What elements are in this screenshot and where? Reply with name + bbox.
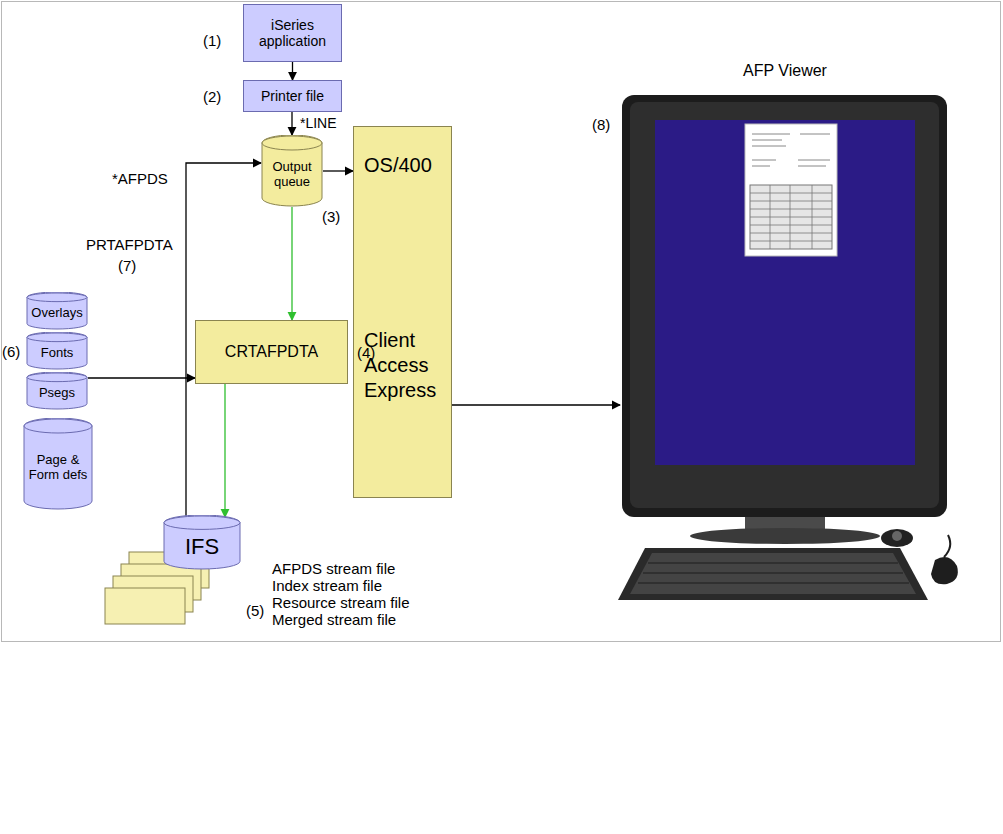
node-label: Output queue [265, 160, 319, 190]
ifs-cylinder: IFS [163, 515, 241, 570]
node-label: CRTAFPDTA [225, 343, 318, 361]
annotation: *AFPDS [112, 170, 168, 187]
callout-number: (5) [246, 602, 264, 619]
annotation: Index stream file [272, 577, 382, 594]
figure-frame [2, 2, 1001, 642]
node-body: Client Access Express [364, 328, 441, 403]
edge-label: *LINE [300, 115, 337, 132]
resource-cylinder: Psegs [26, 372, 88, 410]
process-box: Printer file [243, 80, 342, 112]
node-label: Overlays [31, 306, 82, 321]
node-label: Printer file [261, 88, 324, 104]
process-box: iSeries application [243, 4, 342, 62]
annotation: AFPDS stream file [272, 560, 395, 577]
callout-number: (6) [2, 343, 20, 360]
resource-cylinder: Fonts [26, 332, 88, 370]
callout-number: (2) [203, 88, 221, 105]
annotation: Merged stream file [272, 611, 396, 628]
monitor-illustration [618, 95, 958, 600]
node-label: Page & Form defs [27, 453, 89, 483]
flow-arrow [224, 384, 225, 517]
flow-arrow [88, 377, 195, 378]
node-label: Fonts [41, 346, 74, 361]
callout-number: (4) [357, 344, 375, 361]
viewer-display: AFP Viewer [620, 62, 950, 602]
command-box: CRTAFPDTA [195, 320, 348, 384]
callout-number: (1) [203, 32, 221, 49]
flow-arrow [291, 207, 292, 320]
annotation: PRTAFPDTA [86, 236, 173, 253]
flow-arrow [323, 170, 353, 171]
flow-arrow [452, 404, 620, 405]
callout-number: (8) [592, 116, 610, 133]
annotation: Resource stream file [272, 594, 410, 611]
flow-arrow [291, 112, 292, 135]
queue-cylinder: Output queue [261, 135, 323, 207]
node-label: OS/400 [364, 153, 441, 178]
resource-cylinder: Page & Form defs [23, 418, 93, 510]
system-box: OS/400Client Access Express [353, 126, 452, 498]
callout-number: (7) [118, 257, 136, 274]
node-label: AFP Viewer [743, 62, 827, 80]
resource-cylinder: Overlays [26, 292, 88, 330]
node-label: IFS [185, 534, 219, 559]
node-label: Psegs [39, 386, 75, 401]
node-label: iSeries application [248, 17, 337, 49]
callout-number: (3) [322, 208, 340, 225]
flow-arrow [292, 62, 293, 80]
